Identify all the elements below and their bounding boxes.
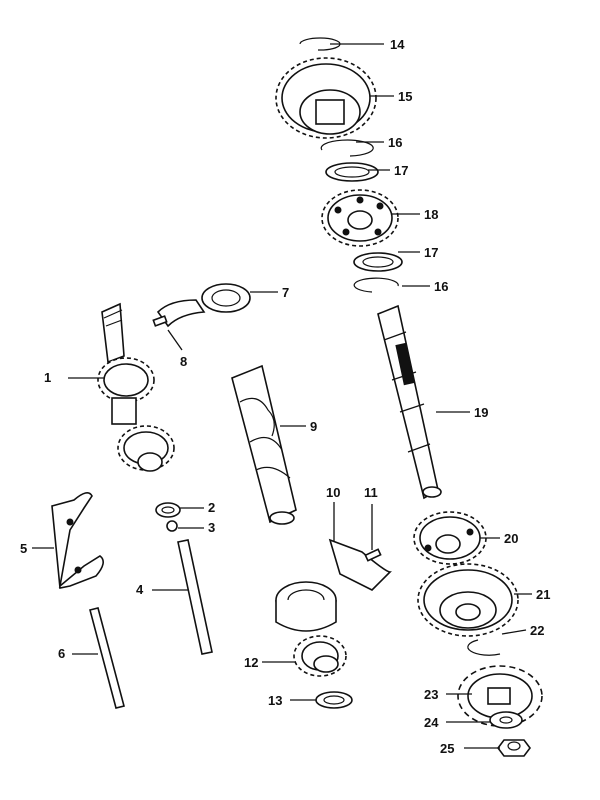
callout-16-lower: 16 (434, 279, 448, 294)
callout-11: 11 (364, 485, 378, 500)
circlip-16-lower-part (353, 277, 399, 293)
small-gear-part (293, 635, 347, 677)
callout-12: 12 (244, 655, 258, 670)
callout-8: 8 (180, 354, 187, 369)
callout-18: 18 (424, 207, 438, 222)
large-gear-top-part (275, 57, 377, 139)
callout-17-lower: 17 (424, 245, 438, 260)
large-gear-lower-part (417, 563, 519, 637)
nut-part (497, 739, 531, 757)
leader-lines (32, 43, 532, 749)
lock-washer-part (489, 711, 523, 729)
gear-20-part (413, 511, 487, 565)
shift-drum-part (231, 364, 297, 525)
fork-guide-pin-lower-part (364, 548, 382, 562)
gear-18-part (321, 189, 399, 247)
fork-guide-pin-upper-part (152, 315, 168, 327)
callout-21: 21 (536, 587, 550, 602)
callout-23: 23 (424, 687, 438, 702)
callout-14: 14 (390, 37, 405, 52)
countershaft-pin-part (177, 539, 213, 655)
shift-fork-bracket-part (51, 492, 104, 589)
callout-16-upper: 16 (388, 135, 402, 150)
mainshaft-part (377, 304, 442, 500)
callout-15: 15 (398, 89, 412, 104)
splined-washer-17-upper-part (325, 162, 379, 182)
countershaft-gear-cluster-part (97, 302, 175, 472)
callout-3: 3 (208, 520, 215, 535)
shift-fork-lower-part (275, 538, 392, 632)
callout-24: 24 (424, 715, 439, 730)
thrust-washer-part (155, 502, 181, 518)
callout-22: 22 (530, 623, 544, 638)
callout-10: 10 (326, 485, 340, 500)
callout-4: 4 (136, 582, 144, 597)
circlip-top-part (299, 37, 341, 51)
washer-13-part (315, 691, 353, 709)
callout-25: 25 (440, 741, 454, 756)
callout-5: 5 (20, 541, 27, 556)
callout-1: 1 (44, 370, 51, 385)
callout-6: 6 (58, 646, 65, 661)
ball-part (166, 520, 178, 532)
callout-19: 19 (474, 405, 488, 420)
callout-20: 20 (504, 531, 518, 546)
circlip-22-part (467, 639, 501, 656)
splined-washer-17-lower-part (353, 252, 403, 272)
shift-fork-upper-part (156, 283, 251, 328)
fork-shaft-part (89, 607, 125, 709)
callout-13: 13 (268, 693, 282, 708)
callout-7: 7 (282, 285, 289, 300)
callout-17-upper: 17 (394, 163, 408, 178)
callout-labels: 1 2 3 4 5 6 7 8 9 10 11 12 13 14 15 16 1… (20, 37, 550, 756)
callout-2: 2 (208, 500, 215, 515)
callout-9: 9 (310, 419, 317, 434)
